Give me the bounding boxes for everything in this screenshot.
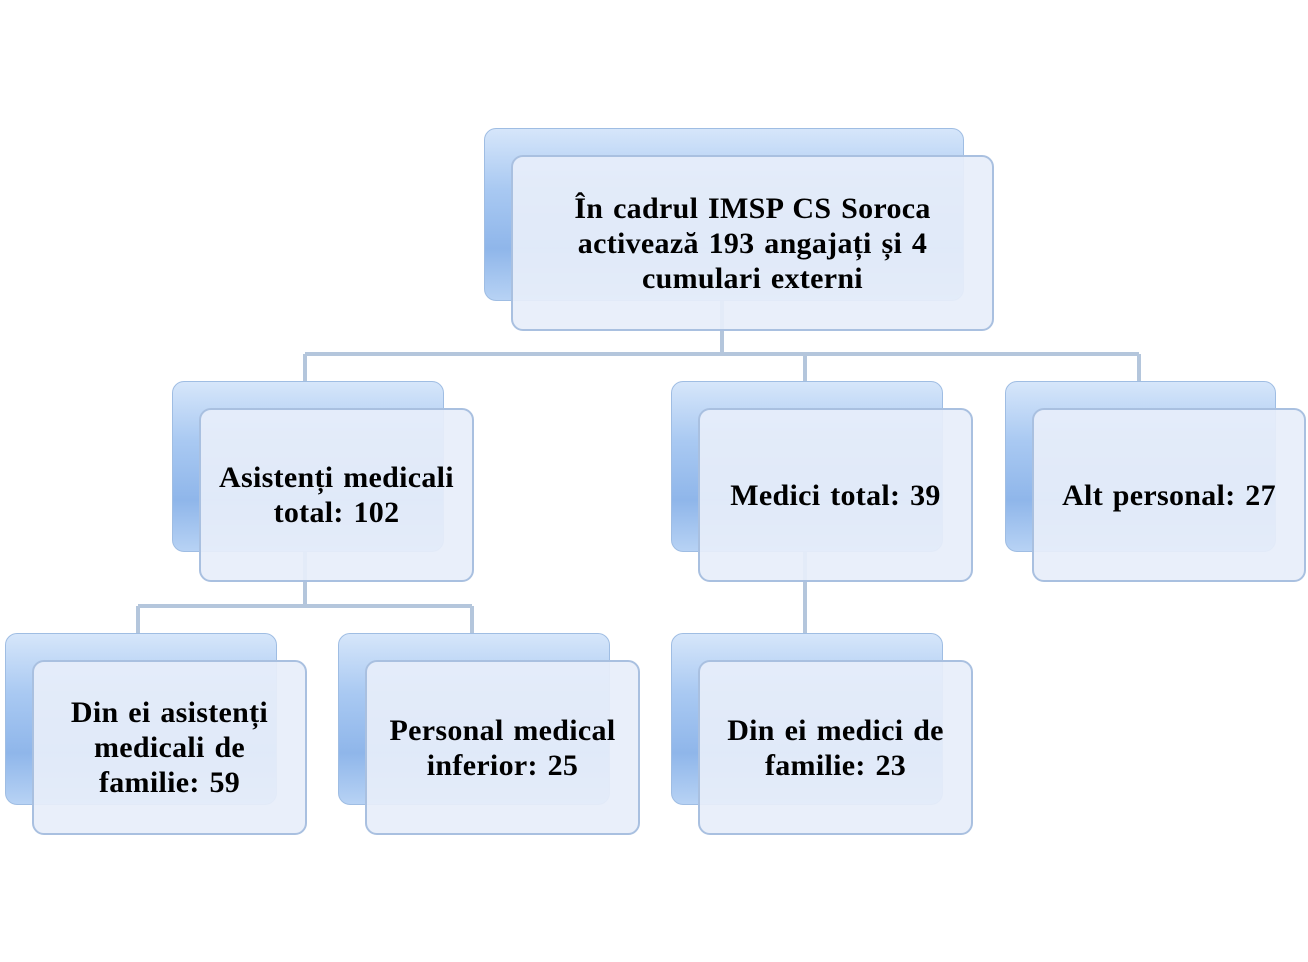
node-family-doctors-label: Din ei medici de familie: 23	[727, 713, 944, 782]
node-family-nurses: Din ei asistenți medicali de familie: 59	[5, 633, 307, 835]
node-root: În cadrul IMSP CS Soroca activează 193 a…	[484, 128, 994, 331]
node-family-nurses-label: Din ei asistenți medicali de familie: 59	[70, 696, 269, 799]
node-doctors-total: Medici total: 39	[671, 381, 973, 582]
node-doctors-total-label: Medici total: 39	[730, 478, 941, 512]
node-other-staff-box: Alt personal: 27	[1032, 408, 1306, 582]
node-junior-medical-staff-label: Personal medical inferior: 25	[389, 713, 616, 782]
node-family-doctors-box: Din ei medici de familie: 23	[698, 660, 973, 835]
node-nurses-total-box: Asistenți medicali total: 102	[199, 408, 474, 582]
node-doctors-total-box: Medici total: 39	[698, 408, 973, 582]
node-junior-medical-staff: Personal medical inferior: 25	[338, 633, 640, 835]
node-root-box: În cadrul IMSP CS Soroca activează 193 a…	[511, 155, 994, 331]
node-nurses-total-label: Asistenți medicali total: 102	[219, 461, 454, 529]
node-junior-medical-staff-box: Personal medical inferior: 25	[365, 660, 640, 835]
node-nurses-total: Asistenți medicali total: 102	[172, 381, 474, 582]
node-other-staff: Alt personal: 27	[1005, 381, 1306, 582]
node-family-nurses-box: Din ei asistenți medicali de familie: 59	[32, 660, 307, 835]
node-other-staff-label: Alt personal: 27	[1062, 478, 1276, 512]
node-root-label: În cadrul IMSP CS Soroca activează 193 a…	[574, 191, 931, 295]
node-family-doctors: Din ei medici de familie: 23	[671, 633, 973, 835]
